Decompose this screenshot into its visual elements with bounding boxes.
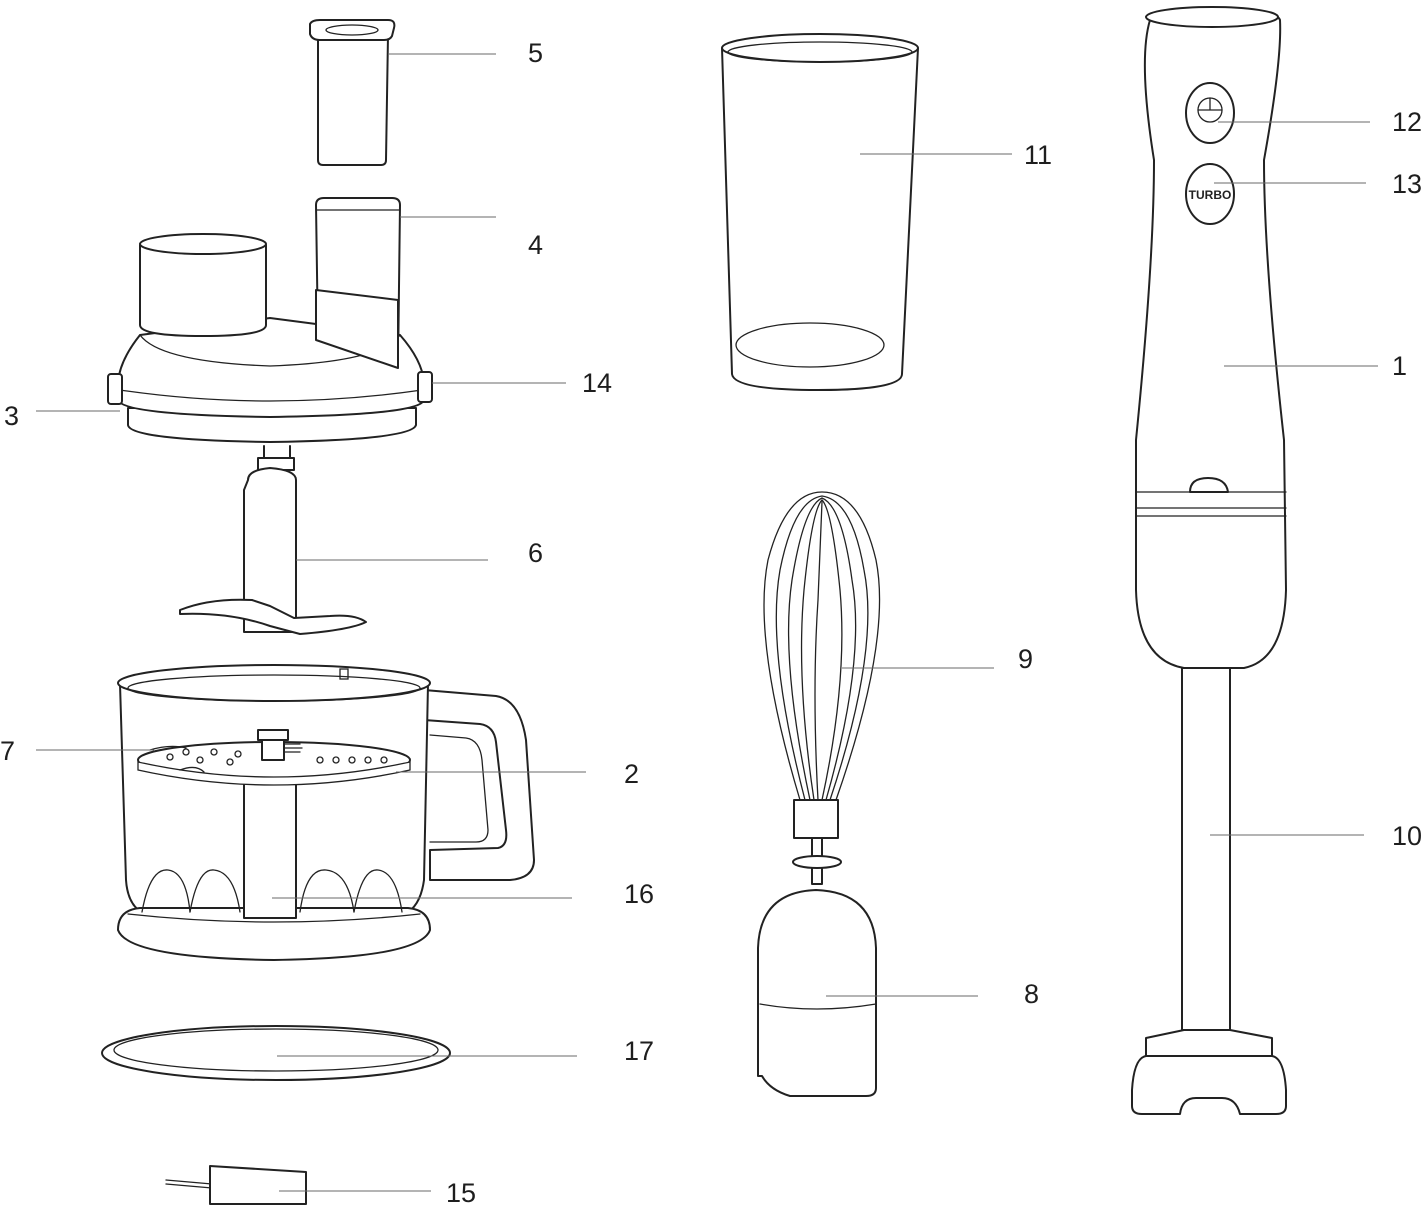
leader-lines [36,53,1378,1192]
part-pin [165,1165,307,1205]
callout-label-10: 10 [1392,821,1422,851]
part-motor-body [1135,6,1287,669]
callout-label-14: 14 [582,368,612,398]
part-speed-button [1185,82,1235,144]
callout-label-8: 8 [1024,979,1039,1009]
callout-label-13: 13 [1392,169,1422,199]
callout-label-2: 2 [624,759,639,789]
callout-labels: 1 2 3 4 5 6 7 8 9 10 11 12 13 14 15 16 1… [0,38,1422,1208]
part-non-slip-base [101,1025,451,1081]
part-chopping-blade [179,445,367,635]
callout-label-3: 3 [4,401,19,431]
callout-label-16: 16 [624,879,654,909]
part-lid [107,233,433,443]
part-small-pusher [309,19,396,166]
turbo-button-text: TURBO [1189,188,1232,202]
callout-label-6: 6 [528,538,543,568]
part-turbo-button: TURBO [1185,163,1235,225]
part-whisk [763,491,881,885]
part-whisk-gearbox [757,889,877,1097]
part-blender-shaft [1131,667,1287,1115]
callout-label-7: 7 [0,736,15,766]
part-beaker [721,33,919,391]
callout-label-9: 9 [1018,644,1033,674]
callout-label-17: 17 [624,1036,654,1066]
callout-label-11: 11 [1024,140,1052,170]
callout-label-5: 5 [528,38,543,68]
callout-label-12: 12 [1392,107,1422,137]
callout-label-1: 1 [1392,351,1407,381]
part-processing-bowl [117,664,535,961]
callout-label-4: 4 [528,230,543,260]
callout-label-15: 15 [446,1178,476,1208]
